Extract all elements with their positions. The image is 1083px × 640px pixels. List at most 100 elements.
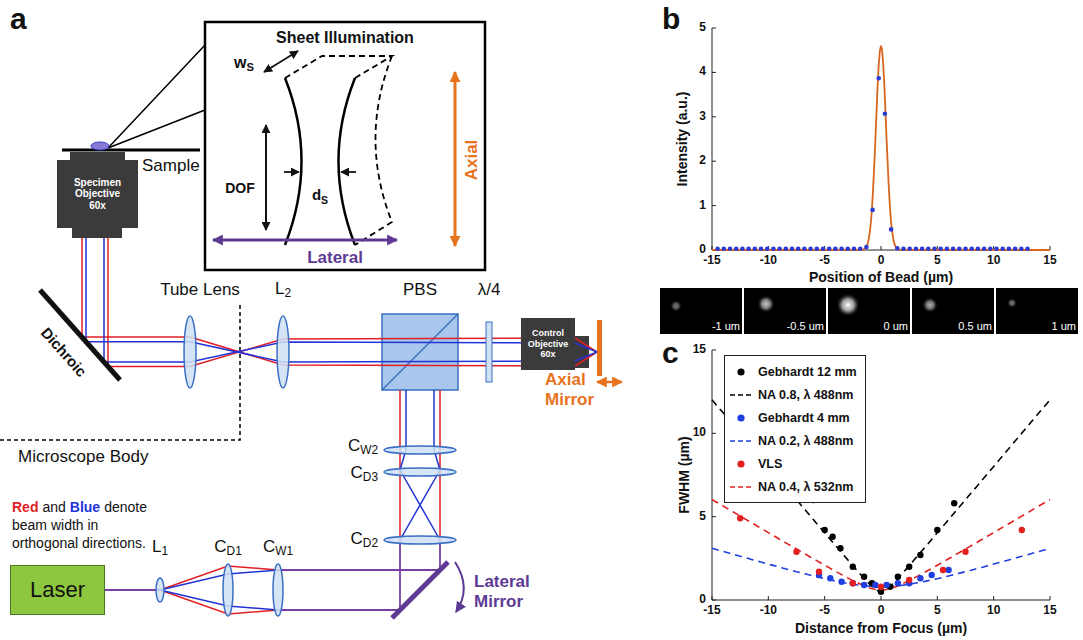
tick-label: -15 (703, 604, 720, 618)
part-label: Lateral Mirror (474, 572, 544, 611)
part-label: Sample (142, 156, 200, 176)
data-point (906, 577, 912, 583)
data-point (753, 246, 758, 251)
data-point (790, 246, 795, 251)
data-point (839, 246, 844, 251)
data-point (771, 246, 776, 251)
tick-label: 5 (699, 21, 706, 35)
panel-letter: c (662, 336, 679, 371)
data-point (957, 246, 962, 251)
legend-dot (737, 414, 744, 421)
tick-label: 5 (934, 254, 941, 268)
data-point (715, 246, 720, 251)
legend-row: NA 0.2, λ 488nm (729, 429, 857, 452)
tick-label: 10 (987, 254, 1000, 268)
legend-text: NA 0.8, λ 488nm (758, 388, 853, 402)
tick-label: -15 (703, 254, 720, 268)
node-text: Specimen Objective (59, 177, 136, 200)
dimension-arrow (341, 171, 356, 173)
data-point (1019, 527, 1025, 533)
data-point (816, 569, 822, 575)
data-point (876, 76, 881, 81)
bead-image (1007, 298, 1017, 308)
axis-ticks (712, 28, 1050, 250)
lens (223, 564, 233, 616)
theory-curve (712, 500, 1050, 591)
data-point (850, 580, 856, 586)
dimension-label: dS (312, 186, 328, 205)
subscript: W1 (275, 544, 293, 558)
beam-splitter (382, 314, 458, 390)
data-point (846, 246, 851, 251)
data-point (827, 246, 832, 251)
tick-label: 2 (699, 154, 706, 168)
legend-line (730, 486, 752, 488)
subscript: 2 (284, 286, 291, 300)
frame-label: -1 um (712, 320, 740, 333)
data-point (822, 527, 828, 533)
light-sheet-depth (285, 56, 392, 245)
bead-image (757, 295, 775, 313)
lens (384, 468, 456, 476)
data-point (829, 534, 835, 540)
lens-label: L1 (152, 537, 168, 559)
chart-axis (712, 28, 1050, 250)
data-point (802, 246, 807, 251)
data-point (917, 552, 923, 558)
data-point (951, 500, 957, 506)
beam-splitter-face (382, 314, 458, 390)
subscript: S (321, 194, 328, 206)
image-frame (744, 288, 826, 334)
data-point (962, 549, 968, 555)
lens-label: CW1 (263, 537, 293, 559)
axial-arrow (454, 72, 457, 246)
data-point (920, 246, 925, 251)
data-point (895, 574, 901, 580)
part-label: Axial Mirror (545, 370, 609, 409)
data-point (759, 246, 764, 251)
data-point (784, 246, 789, 251)
node-text: Sheet Illumination (276, 29, 414, 47)
callout-line (108, 45, 205, 148)
data-point (917, 575, 923, 581)
frame-label: -0.5 um (787, 320, 824, 333)
lateral-mirror (392, 562, 448, 618)
axis-title: FWHM (µm) (676, 436, 692, 513)
node-text: 60x (540, 349, 555, 359)
tick-label: -10 (760, 604, 777, 618)
axis-title: Position of Bead (µm) (809, 269, 953, 285)
tick-label: 0 (878, 604, 885, 618)
chart-axis (712, 350, 1050, 600)
tick-label: -10 (760, 254, 777, 268)
beam-blue (86, 238, 597, 610)
subscript: W2 (360, 443, 378, 457)
tick-label: 15 (693, 343, 706, 357)
lateral-arrow (213, 239, 397, 242)
inset-frame (205, 22, 485, 270)
data-point (907, 246, 912, 251)
subscript: D3 (363, 470, 378, 484)
legend-text: Gebhardt 4 mm (758, 411, 850, 425)
data-point (821, 246, 826, 251)
tick-label: 5 (699, 510, 706, 524)
data-point (1007, 246, 1012, 251)
data-point (1019, 246, 1024, 251)
data-point (870, 208, 875, 213)
tick-label: 4 (699, 65, 706, 79)
legend-line (730, 440, 752, 442)
note-text: Red (12, 499, 38, 515)
axial-mirror (597, 320, 602, 376)
legend-sample (729, 366, 753, 378)
axial-arrow (597, 381, 622, 384)
tick-label: 5 (934, 604, 941, 618)
legend-row: Gebhardt 12 mm (729, 360, 857, 383)
legend-text: NA 0.4, λ 532nm (758, 480, 853, 494)
legend-text: NA 0.2, λ 488nm (758, 434, 853, 448)
axis-title: Intensity (a.u.) (674, 92, 690, 187)
bead-image (670, 300, 682, 312)
axis-label: Lateral (307, 248, 363, 268)
data-point (982, 246, 987, 251)
axis-title: Distance from Focus (µm) (795, 620, 967, 636)
light-sheet (285, 78, 355, 245)
